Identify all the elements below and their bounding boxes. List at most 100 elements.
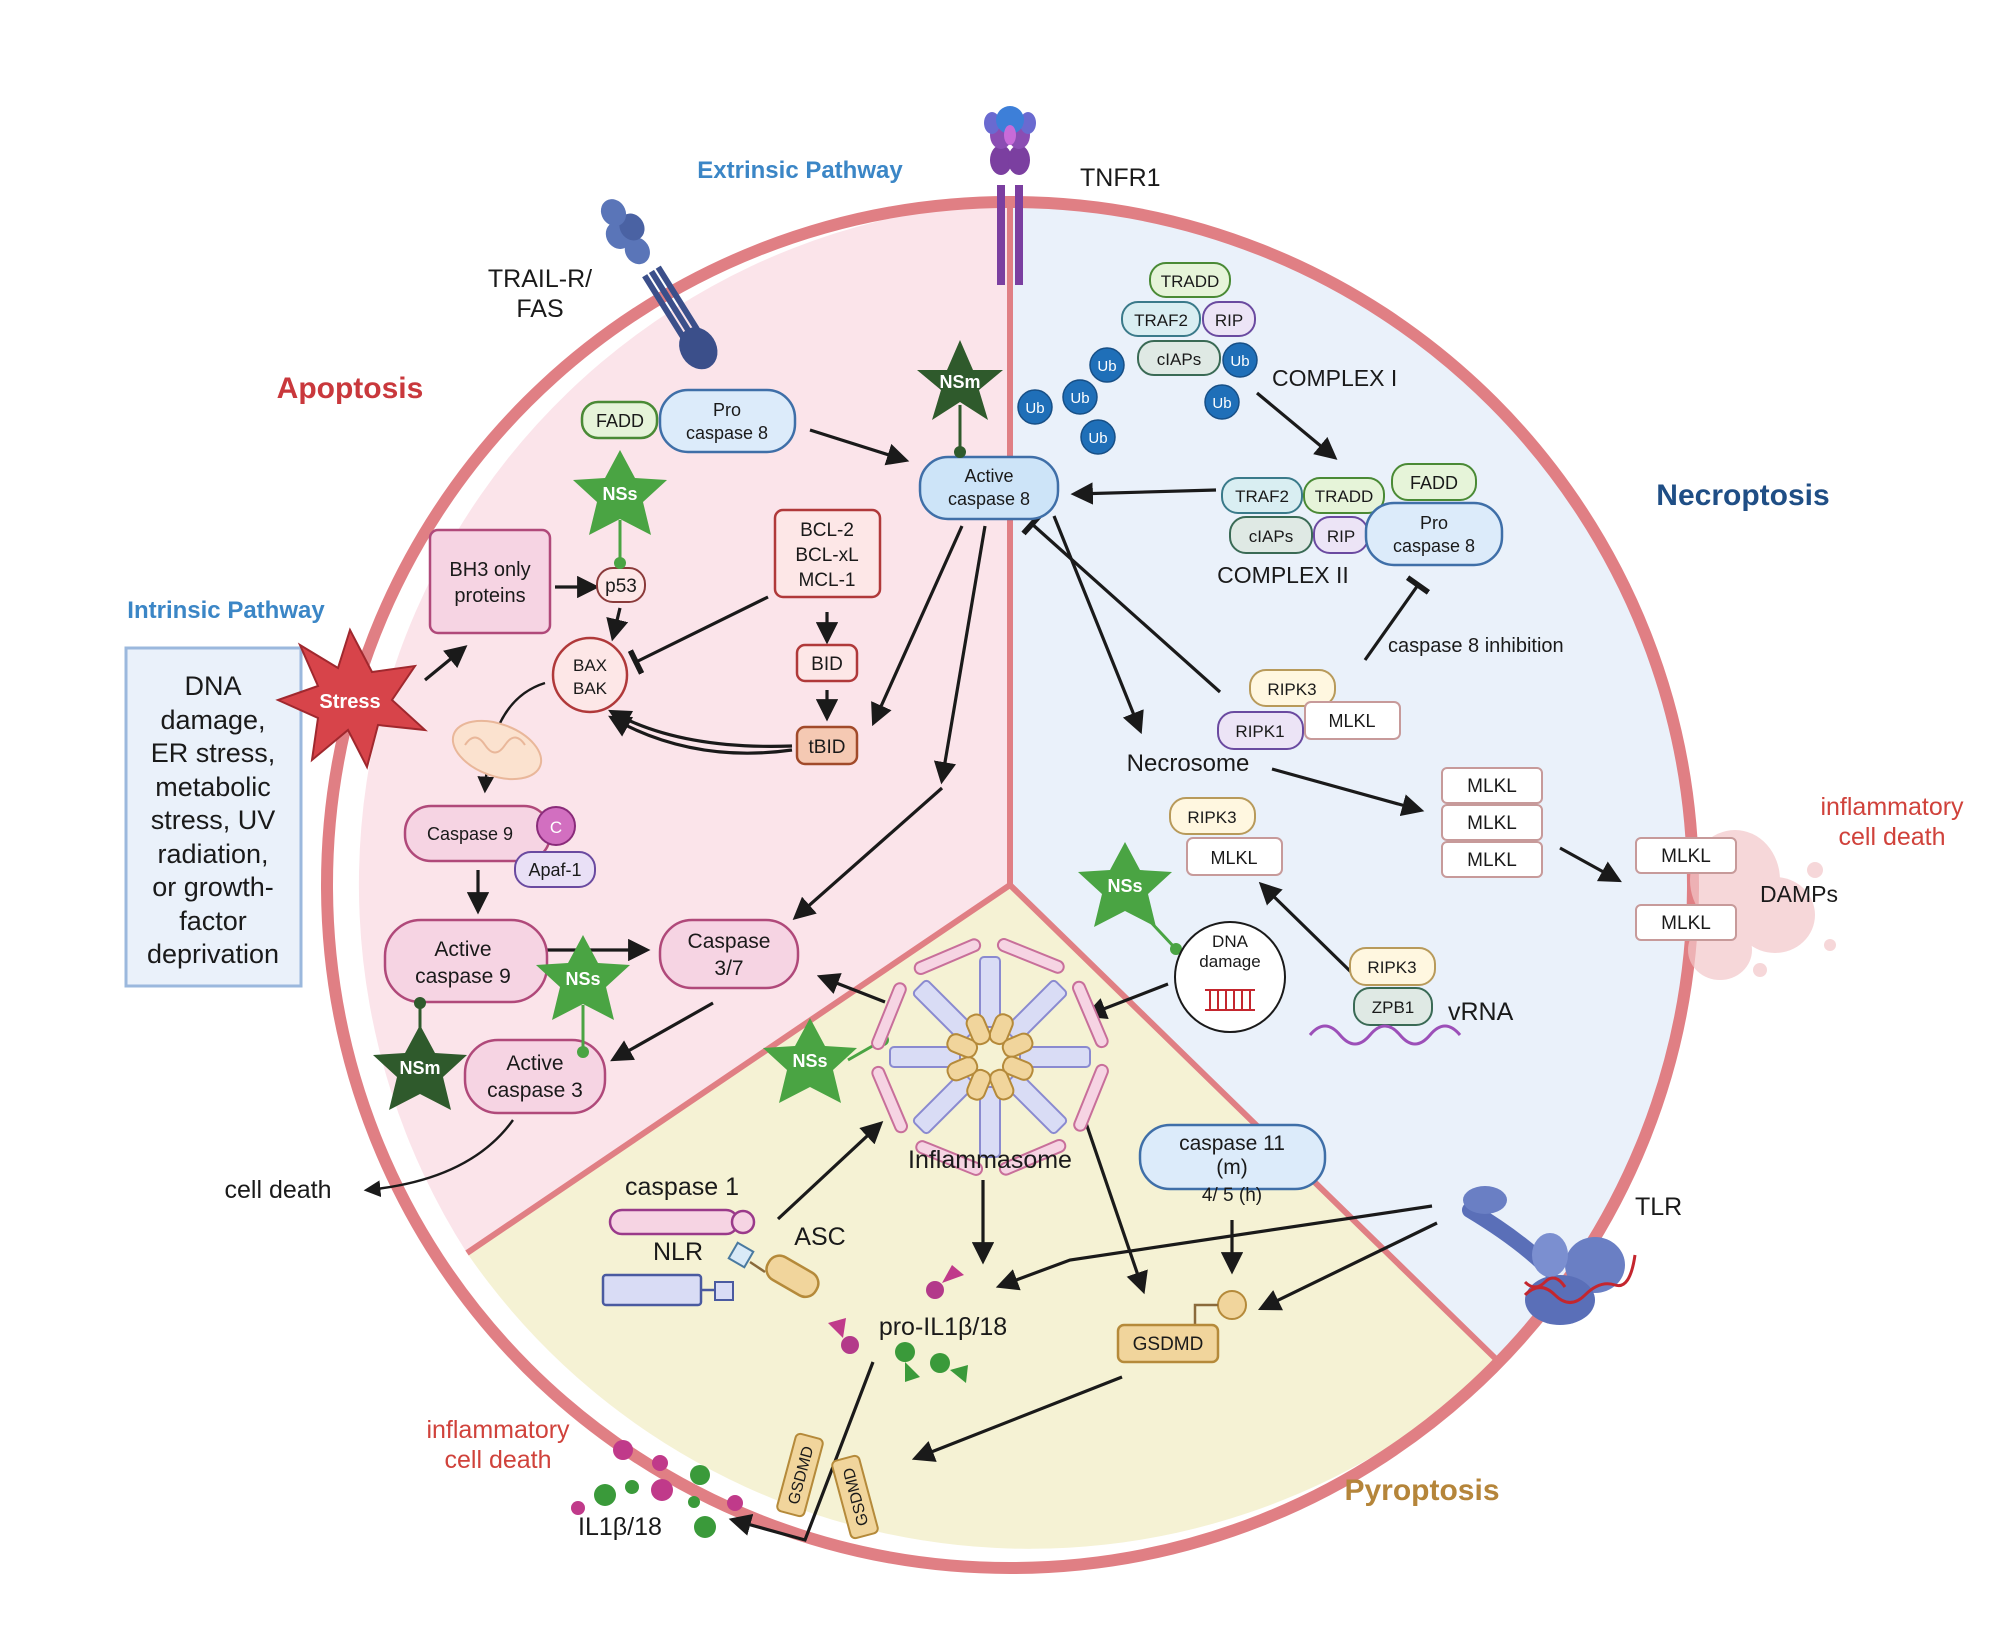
svg-text:Active: Active	[434, 938, 491, 961]
intrinsic-line-7: or growth-	[152, 872, 274, 902]
svg-text:TRADD: TRADD	[1161, 272, 1220, 291]
svg-text:caspase 8: caspase 8	[1393, 536, 1475, 556]
vrna-label: vRNA	[1448, 998, 1514, 1026]
svg-text:BCL-xL: BCL-xL	[795, 545, 858, 566]
complex1: TRADD TRAF2 RIP cIAPs Ub Ub Ub Ub Ub	[1017, 262, 1258, 455]
intrinsic-line-8: factor	[179, 906, 247, 936]
svg-text:cIAPs: cIAPs	[1157, 350, 1201, 369]
tlr-receptor-icon	[1462, 1186, 1637, 1325]
svg-text:C: C	[550, 818, 562, 837]
ub-label: Ub	[1025, 400, 1044, 417]
caspase3-7: Caspase 3/7	[658, 918, 800, 990]
trail-label-1: TRAIL-R/	[488, 265, 592, 293]
inflammasome-icon	[871, 938, 1109, 1176]
ub-label: Ub	[1070, 390, 1089, 407]
svg-text:caspase 9: caspase 9	[415, 965, 511, 988]
intrinsic-line-6: radiation,	[157, 839, 268, 869]
traf2-c2: TRAF2	[1221, 477, 1303, 514]
ubiquitin-chain	[1017, 342, 1258, 455]
tbid-to-bax-curve	[608, 715, 793, 755]
svg-text:TRAF2: TRAF2	[1134, 311, 1188, 330]
asc-label: ASC	[794, 1223, 845, 1251]
tlr-label: TLR	[1635, 1193, 1682, 1221]
caspase1-icon	[608, 1208, 756, 1236]
svg-text:FADD: FADD	[1410, 473, 1458, 493]
released-il1b18-dots	[571, 1440, 743, 1538]
mitochondrion-icon	[451, 719, 543, 781]
caspase9: Caspase 9	[403, 804, 552, 863]
inflammasome-label: Inflammasome	[908, 1146, 1072, 1174]
svg-text:cIAPs: cIAPs	[1249, 527, 1293, 546]
complex1-label: COMPLEX I	[1272, 365, 1397, 391]
inflammatory-left-1: inflammatory	[426, 1416, 570, 1444]
active-caspase3: Active caspase 3	[463, 1038, 607, 1115]
ripk3-mlkl-lower: RIPK3 MLKL	[1169, 797, 1283, 876]
svg-text:Caspase 9: Caspase 9	[427, 824, 513, 844]
svg-text:Caspase: Caspase	[688, 930, 771, 953]
dna-helix-icon	[1205, 989, 1255, 1011]
svg-text:RIPK3: RIPK3	[1267, 680, 1316, 699]
zpb1: ZPB1	[1353, 987, 1433, 1026]
ub-label: Ub	[1230, 353, 1249, 370]
inflammatory-left-2: cell death	[444, 1446, 551, 1474]
intrinsic-line-3: ER stress,	[151, 738, 276, 768]
ub-label: Ub	[1212, 395, 1231, 412]
svg-text:MLKL: MLKL	[1210, 848, 1257, 868]
pro-caspase8-left: Pro caspase 8	[658, 388, 797, 454]
nss-star-p53: NSs	[573, 450, 667, 569]
il1b18-label: IL1β/18	[578, 1513, 662, 1541]
necrosome-label: Necrosome	[1127, 750, 1250, 777]
inflammatory-right-2: cell death	[1838, 823, 1945, 851]
svg-text:proteins: proteins	[454, 585, 525, 607]
intrinsic-line-1: DNA	[184, 671, 241, 701]
svg-text:DNA: DNA	[1212, 932, 1249, 951]
caspase1-label: caspase 1	[625, 1173, 739, 1201]
svg-text:caspase 3: caspase 3	[487, 1079, 583, 1102]
nlr-icon	[601, 1273, 734, 1307]
nlr-label: NLR	[653, 1238, 703, 1266]
caspase8-inhibition-label: caspase 8 inhibition	[1388, 635, 1564, 657]
svg-text:Active: Active	[964, 466, 1013, 486]
bh3-only-proteins: BH3 only proteins	[428, 528, 552, 635]
gsdmd: GSDMD	[1116, 1290, 1247, 1364]
svg-text:NSs: NSs	[565, 969, 600, 989]
ripk1-necrosome: RIPK1	[1217, 711, 1304, 750]
svg-text:RIP: RIP	[1215, 311, 1243, 330]
apoptosis-title: Apoptosis	[277, 372, 424, 405]
svg-text:Pro: Pro	[1420, 513, 1448, 533]
ciaps-c1: cIAPs	[1137, 340, 1221, 376]
trail-fas-receptor-icon	[600, 199, 718, 370]
intrinsic-line-4: metabolic	[155, 772, 271, 802]
rip-c1: RIP	[1202, 301, 1256, 337]
svg-text:NSs: NSs	[792, 1051, 827, 1071]
svg-text:NSm: NSm	[399, 1058, 440, 1078]
svg-text:3/7: 3/7	[714, 957, 743, 980]
caspase11: caspase 11 (m)	[1138, 1123, 1327, 1191]
svg-text:BH3 only: BH3 only	[449, 559, 530, 581]
pyroptosis-title: Pyroptosis	[1344, 1474, 1499, 1507]
svg-text:TRADD: TRADD	[1315, 487, 1374, 506]
ripk3-necrosome: RIPK3	[1249, 669, 1336, 707]
arrows	[423, 391, 1622, 1542]
apaf1: Apaf-1	[514, 851, 596, 888]
mlkl-label: MLKL	[1467, 813, 1517, 834]
svg-text:(m): (m)	[1216, 1156, 1247, 1179]
necroptosis-title: Necroptosis	[1656, 479, 1829, 512]
pro-caspase8-right: Pro caspase 8	[1364, 501, 1504, 567]
intrinsic-line-2: damage,	[160, 705, 265, 735]
ub-label: Ub	[1097, 358, 1116, 375]
active-caspase9: Active caspase 9	[383, 918, 549, 1004]
cell-death-label: cell death	[224, 1176, 331, 1204]
mlkl-label: MLKL	[1661, 913, 1711, 934]
bax-bak: BAX BAK	[551, 636, 629, 714]
svg-text:FADD: FADD	[596, 411, 644, 431]
svg-text:NSs: NSs	[1107, 876, 1142, 896]
intrinsic-trigger-box: DNA damage, ER stress, metabolic stress,…	[124, 646, 303, 988]
svg-text:Apaf-1: Apaf-1	[528, 860, 581, 880]
cytochrome-c: C	[536, 806, 576, 846]
trail-label-2: FAS	[516, 295, 563, 323]
mlkl-membrane-pores: MLKL MLKL	[1635, 837, 1737, 941]
ub-label: Ub	[1088, 430, 1107, 447]
active-caspase8: Active caspase 8	[918, 455, 1060, 521]
